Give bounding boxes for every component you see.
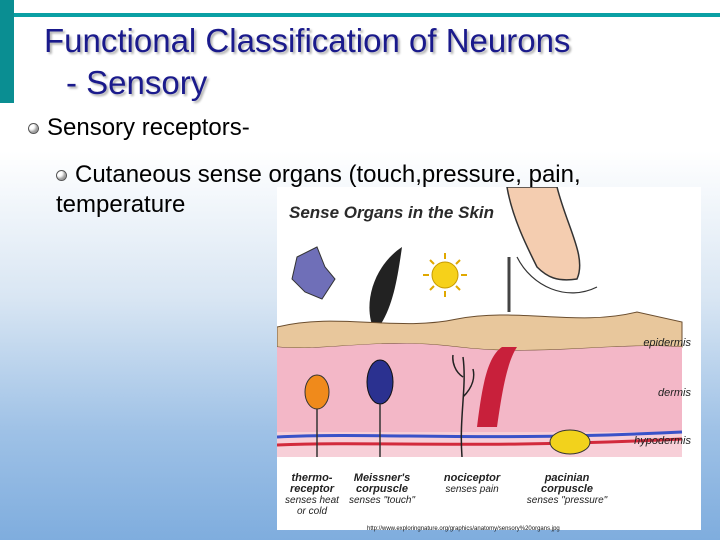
caption-thermoreceptor: thermo- receptor senses heat or cold [282,473,342,517]
bullet-dot-icon [56,170,67,181]
caption-meissner: Meissner's corpuscle senses "touch" [342,473,422,506]
caption-name: pacinian corpuscle [541,472,593,495]
caption-name: thermo- receptor [290,472,334,495]
meissner-shape [367,360,393,404]
top-accent-bar [0,13,720,17]
feather-shape [369,247,402,332]
finger-shape [507,187,580,280]
caption-desc: senses heat or cold [285,495,339,517]
label-dermis: dermis [658,387,691,399]
caption-name: nociceptor [444,472,500,484]
title-line1: Functional Classification of Neurons [44,22,570,59]
sun-shape [432,262,458,288]
bullet1-text: Sensory receptors- [47,114,250,141]
epidermis-layer [277,312,682,351]
thermoreceptor-shape [305,375,329,409]
caption-pacinian: pacinian corpuscle senses "pressure" [517,473,617,506]
image-source-url: http://www.exploringnature.org/graphics/… [367,526,560,532]
ice-shape [292,247,335,299]
bullet-level1: Sensory receptors- [28,114,250,142]
title-line2: - Sensory [44,62,570,104]
label-hypodermis: hypodermis [634,435,691,447]
figure-title: Sense Organs in the Skin [289,203,494,223]
caption-desc: senses "pressure" [527,495,607,506]
caption-desc: senses pain [445,484,498,495]
caption-name: Meissner's corpuscle [354,472,410,495]
caption-desc: senses "touch" [349,495,415,506]
bullet-dot-icon [28,123,39,134]
label-epidermis: epidermis [643,337,691,349]
caption-nociceptor: nociceptor senses pain [437,473,507,495]
skin-sense-organs-figure: Sense Organs in the Skin epidermis dermi… [277,187,701,530]
slide-title: Functional Classification of Neurons - S… [44,20,570,104]
pacinian-shape [550,430,590,454]
side-accent-bar [0,0,14,103]
